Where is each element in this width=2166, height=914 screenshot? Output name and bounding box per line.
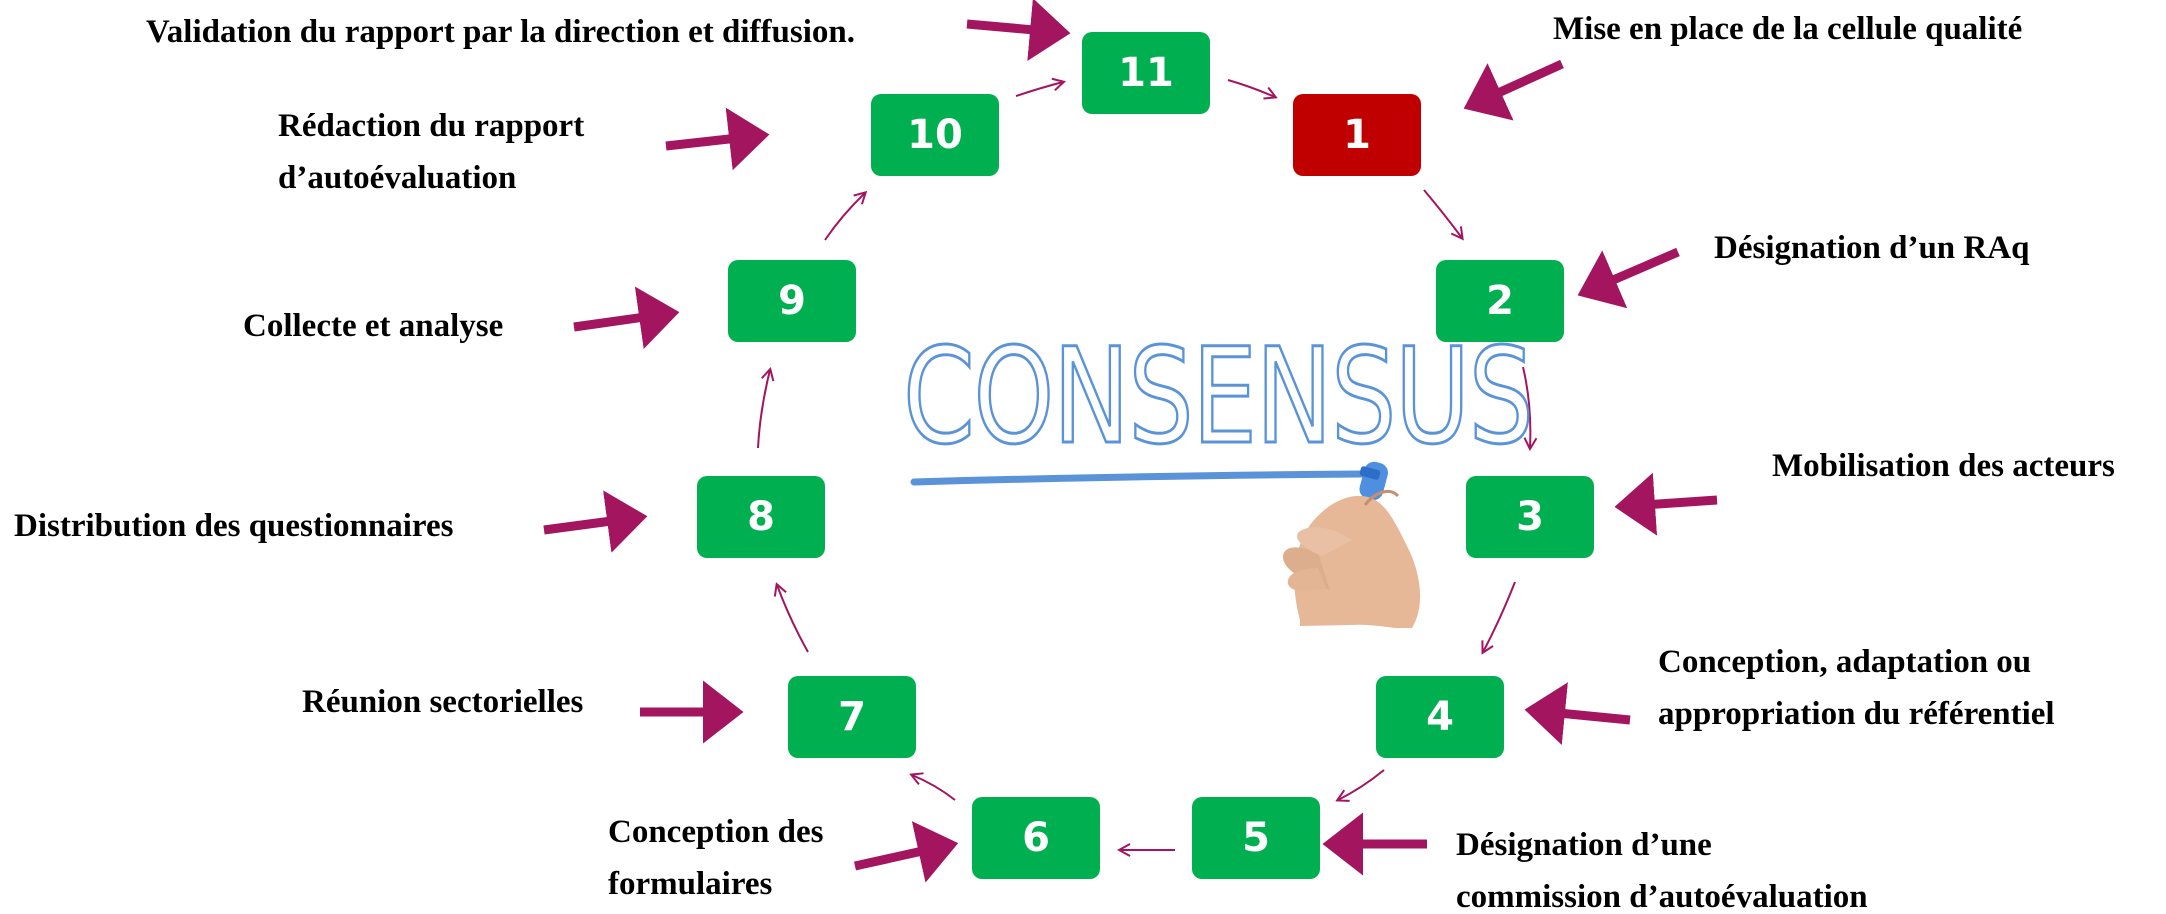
- cycle-arrow-1-2: [1423, 189, 1462, 238]
- step-9-box: 9: [728, 260, 856, 342]
- step-11-box: 11: [1082, 32, 1210, 114]
- pointer-arrow-2: [1577, 247, 1680, 309]
- step-6-label: Conception des formulaires: [608, 806, 823, 910]
- step-10-label-line-1: Rédaction du rapport: [278, 108, 585, 144]
- step-5-label-line-1: Désignation d’une: [1456, 827, 1712, 863]
- step-5-box: 5: [1192, 797, 1320, 879]
- step-4-label: Conception, adaptation ou appropriation …: [1658, 636, 2122, 740]
- cycle-arrow-7-8: [777, 585, 809, 653]
- cycle-arrow-9-10: [824, 193, 865, 241]
- pointer-arrow-3: [1614, 472, 1718, 536]
- consensus-underline: [910, 470, 1366, 486]
- step-2-label: Désignation d’un RAq: [1714, 230, 2030, 266]
- step-5-label-line-2: commission d’autoévaluation: [1456, 879, 1868, 914]
- step-6-label-line-1: Conception des: [608, 814, 824, 850]
- step-8-label: Distribution des questionnaires: [14, 508, 454, 544]
- consensus-word: CONSENSUS: [902, 319, 1535, 476]
- step-4-box: 4: [1376, 676, 1504, 758]
- hand-holding-marker-icon: [1282, 461, 1421, 628]
- step-10-box: 10: [871, 94, 999, 176]
- pointer-arrow-10: [665, 107, 770, 171]
- step-1-box: 1: [1293, 94, 1421, 176]
- step-4-label-line-2: appropriation du référentiel: [1658, 696, 2055, 732]
- step-8-box: 8: [697, 476, 825, 558]
- pointer-arrow-1: [1463, 59, 1564, 121]
- step-11-label: Validation du rapport par la direction e…: [146, 14, 856, 50]
- pointer-arrow-8: [543, 490, 648, 553]
- cycle-arrow-11-1: [1227, 79, 1275, 97]
- step-4-label-line-1: Conception, adaptation ou: [1658, 644, 2032, 680]
- step-10-label-line-2: d’autoévaluation: [278, 160, 517, 196]
- step-1-label: Mise en place de la cellule qualité: [1553, 11, 2023, 47]
- step-2-box: 2: [1436, 260, 1564, 342]
- step-6-label-line-2: formulaires: [608, 866, 773, 902]
- pointer-arrow-9: [573, 286, 680, 349]
- step-6-box: 6: [972, 797, 1100, 879]
- step-7-label: Réunion sectorielles: [302, 684, 584, 720]
- cycle-arrow-6-7: [912, 775, 956, 801]
- cycle-arrow-4-5: [1338, 769, 1385, 800]
- step-5-label: Désignation d’une commission d’autoévalu…: [1456, 819, 1868, 914]
- step-7-box: 7: [788, 676, 916, 758]
- pointer-arrow-6: [854, 821, 959, 883]
- step-3-box: 3: [1466, 476, 1594, 558]
- cycle-arrow-8-9: [757, 370, 770, 449]
- step-10-label: Rédaction du rapport d’autoévaluation: [278, 100, 584, 204]
- cycle-arrow-3-4: [1483, 581, 1516, 652]
- pointer-arrow-4: [1524, 682, 1631, 745]
- pointer-arrow-11: [966, 0, 1071, 61]
- cycle-arrow-2-3: [1522, 366, 1530, 448]
- step-3-label: Mobilisation des acteurs: [1772, 448, 2115, 484]
- step-9-label: Collecte et analyse: [243, 308, 504, 344]
- cycle-arrow-10-11: [1015, 82, 1063, 97]
